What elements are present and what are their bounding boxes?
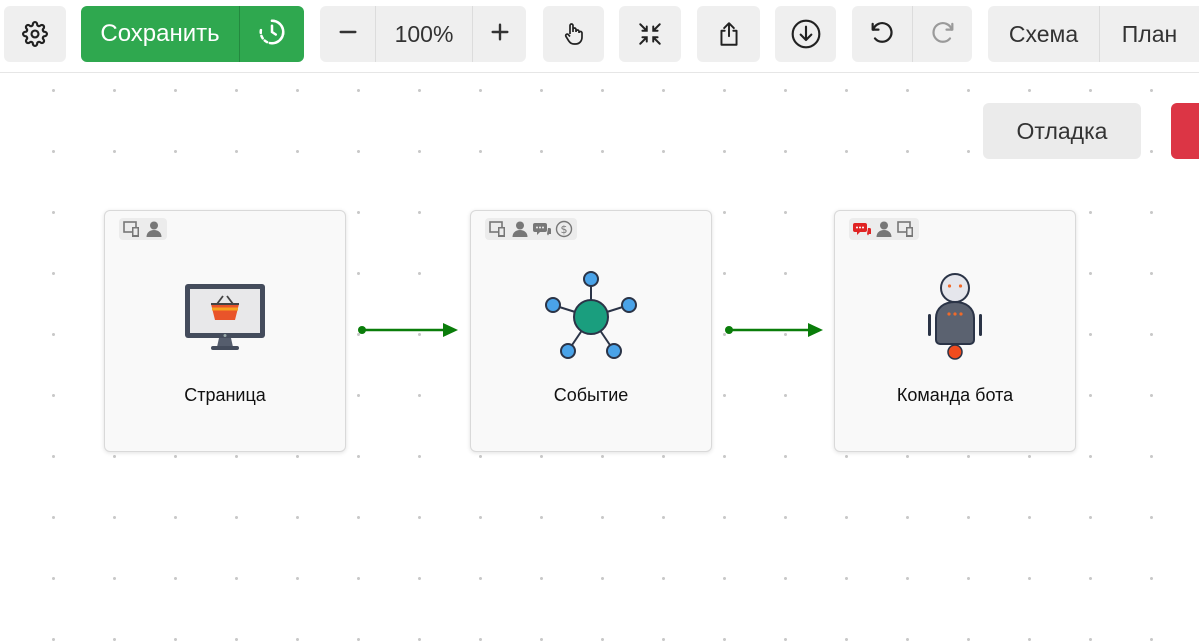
user-icon: [510, 219, 530, 239]
redo-icon: [929, 18, 957, 51]
node-badges: [849, 218, 919, 240]
connector-page-to-event[interactable]: [355, 318, 465, 342]
download-button[interactable]: [775, 6, 836, 62]
zoom-out-button[interactable]: [320, 6, 375, 62]
node-label: Событие: [553, 385, 629, 405]
zoom-in-button[interactable]: [472, 6, 526, 62]
flow-node-bot-command[interactable]: Команда бота: [834, 210, 1076, 452]
monitor-basket-icon: [175, 273, 275, 361]
svg-text:$: $: [561, 223, 568, 236]
plus-icon: [489, 21, 511, 48]
history-button[interactable]: [239, 6, 304, 62]
debug-button[interactable]: Отладка: [983, 103, 1141, 159]
user-icon: [144, 219, 164, 239]
settings-button[interactable]: [4, 6, 66, 62]
zoom-level[interactable]: 100%: [375, 6, 472, 62]
user-icon: [874, 219, 894, 239]
view-scheme-label: Схема: [1008, 20, 1079, 47]
flow-node-event[interactable]: $ Соб: [470, 210, 712, 452]
network-hub-icon: [541, 271, 641, 361]
node-label: Страница: [184, 385, 266, 405]
flow-node-page[interactable]: Страница: [104, 210, 346, 452]
zoom-level-label: 100%: [394, 20, 454, 47]
download-circle-icon: [790, 18, 822, 50]
share-upload-icon: [716, 20, 742, 48]
history-clock-icon: [257, 17, 287, 52]
dollar-icon: $: [554, 219, 574, 239]
danger-button[interactable]: [1171, 103, 1199, 159]
chat-red-icon: [852, 219, 872, 239]
devices-icon: [896, 219, 916, 239]
redo-button[interactable]: [912, 6, 972, 62]
view-switch: Схема План: [988, 6, 1199, 62]
hand-pointer-icon: [562, 21, 586, 47]
devices-icon: [122, 219, 142, 239]
robot-icon: [905, 273, 1005, 361]
save-label: Сохранить: [100, 20, 220, 47]
minus-icon: [337, 21, 359, 48]
pan-button[interactable]: [543, 6, 604, 62]
connector-event-to-bot[interactable]: [720, 318, 830, 342]
devices-icon: [488, 219, 508, 239]
chat-icon: [532, 219, 552, 239]
view-plan-label: План: [1121, 20, 1178, 47]
node-label: Команда бота: [896, 385, 1014, 405]
collapse-arrows-icon: [637, 21, 663, 47]
export-button[interactable]: [697, 6, 760, 62]
node-badges: [119, 218, 167, 240]
zoom-group: 100%: [320, 6, 526, 62]
save-group: Сохранить: [81, 6, 304, 62]
history-nav-group: [852, 6, 972, 62]
undo-button[interactable]: [852, 6, 912, 62]
node-badges: $: [485, 218, 577, 240]
fit-button[interactable]: [619, 6, 681, 62]
gear-icon: [22, 21, 48, 47]
view-plan-tab[interactable]: План: [1099, 6, 1199, 62]
undo-icon: [868, 18, 896, 51]
toolbar: Сохранить 100%: [0, 0, 1199, 73]
view-scheme-tab[interactable]: Схема: [988, 6, 1099, 62]
save-button[interactable]: Сохранить: [81, 6, 239, 62]
